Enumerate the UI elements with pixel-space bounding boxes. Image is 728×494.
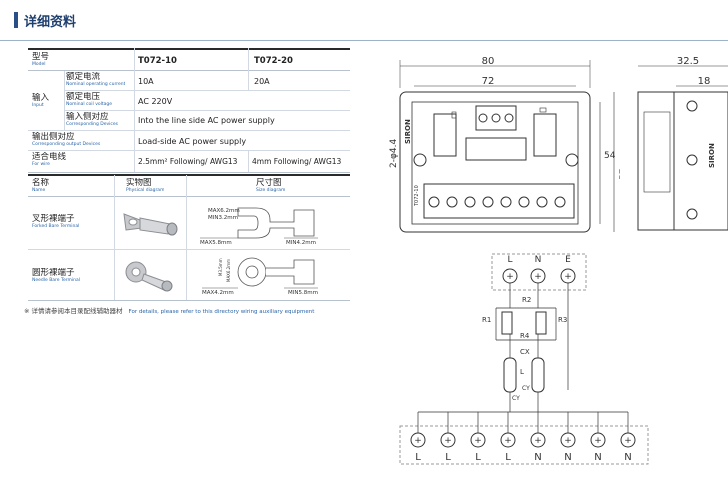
part-cy1: CY — [522, 385, 530, 392]
row-divider — [28, 150, 350, 151]
bottom-label: N — [594, 452, 601, 463]
dim-ring-max-base: MAX4.2mm — [202, 290, 234, 296]
forked-terminal-size-diagram: MAX6.2mm MIN3.2mm MAX5.8mm MIN4.2mm — [200, 207, 318, 246]
rated-current-a: 10A — [138, 77, 154, 86]
dim-80: 80 — [482, 56, 495, 67]
forked-terminal-photo — [123, 213, 178, 236]
dim-max-base: MAX5.8mm — [200, 240, 232, 246]
row-divider — [28, 249, 350, 250]
svg-text:+: + — [534, 436, 542, 446]
row-divider — [28, 300, 350, 301]
svg-text:+: + — [564, 272, 572, 282]
section-title: 详细资料 — [24, 15, 77, 30]
svg-text:+: + — [624, 436, 632, 446]
svg-text:+: + — [506, 272, 514, 282]
svg-text:+: + — [564, 436, 572, 446]
header-accent-bar — [14, 12, 18, 28]
row-divider — [28, 130, 350, 131]
col-divider — [248, 48, 249, 90]
part-cy2: CY — [512, 395, 520, 402]
bottom-label: L — [445, 452, 451, 463]
terminal-top-rule — [28, 174, 350, 176]
ring-terminal-photo — [125, 261, 173, 292]
side-brand: SIRON — [708, 143, 716, 168]
svg-text:+: + — [534, 272, 542, 282]
dim-min-length: MIN4.2mm — [286, 240, 316, 246]
svg-text:+: + — [474, 436, 482, 446]
row-divider — [28, 196, 350, 197]
part-r3: R3 — [558, 316, 567, 324]
bottom-label: N — [624, 452, 631, 463]
col-divider — [114, 175, 115, 301]
front-model: T072-10 — [414, 185, 420, 207]
top-label-l: L — [507, 255, 512, 265]
part-l: L — [520, 368, 524, 376]
side-view-drawing: 32.5 18 SIRON — [637, 56, 728, 231]
section-header: 详细资料 — [0, 0, 728, 41]
row-divider — [64, 110, 350, 111]
dim-72: 72 — [482, 76, 495, 87]
front-view-drawing: 80 72 SIRON T072-10 2-φ4.4 54 57 — [389, 56, 620, 233]
bottom-label: L — [415, 452, 421, 463]
svg-text:+: + — [414, 436, 422, 446]
row-divider — [64, 90, 350, 91]
svg-text:+: + — [594, 436, 602, 446]
dim-max-width: MAX6.2mm — [208, 208, 240, 214]
terminal-screws — [428, 196, 566, 208]
dim-54: 54 — [604, 151, 616, 161]
circuit-diagram: L N E + + + R2 R1 R3 R4 CX L CY CY + + +… — [399, 253, 649, 465]
bottom-label: N — [534, 452, 541, 463]
svg-text:+: + — [504, 436, 512, 446]
wire-b: 4mm Following/ AWG13 — [252, 157, 342, 166]
col-divider — [248, 150, 249, 172]
col-divider — [64, 71, 65, 130]
part-r1: R1 — [482, 316, 491, 324]
row-divider — [28, 70, 350, 71]
dim-holes: 2-φ4.4 — [389, 139, 399, 168]
dim-m35: M3.5mm — [218, 258, 223, 276]
row-divider — [28, 172, 350, 173]
wire-a: 2.5mm² Following/ AWG13 — [138, 157, 238, 166]
top-label-e: E — [565, 255, 571, 265]
svg-text:+: + — [444, 436, 452, 446]
dim-18: 18 — [698, 76, 711, 87]
dim-57: 57 — [619, 169, 620, 180]
model-b: T072-20 — [254, 56, 293, 66]
part-r4: R4 — [520, 332, 530, 340]
ring-terminal-size-diagram: M3.5mm MAX6.2mm MAX4.2mm MIN5.8mm — [202, 257, 318, 296]
dim-32-5: 32.5 — [677, 56, 699, 67]
model-a: T072-10 — [138, 56, 177, 66]
dim-min-hole: MIN3.2mm — [208, 215, 238, 221]
dim-max-ring: MAX6.2mm — [226, 259, 231, 282]
part-cx: CX — [520, 348, 530, 356]
spec-top-rule — [28, 48, 350, 50]
front-brand: SIRON — [404, 119, 412, 144]
col-divider — [186, 175, 187, 301]
bottom-label: L — [475, 452, 481, 463]
bottom-label: N — [564, 452, 571, 463]
top-label-n: N — [535, 255, 542, 265]
input-side-value: Into the line side AC power supply — [138, 116, 275, 125]
rated-current-b: 20A — [254, 77, 270, 86]
output-side-value: Load-side AC power supply — [138, 137, 247, 146]
part-r2: R2 — [522, 296, 531, 304]
bottom-label: L — [505, 452, 511, 463]
coil-voltage-value: AC 220V — [138, 97, 173, 106]
col-divider — [134, 48, 135, 172]
dim-ring-min-length: MIN5.8mm — [288, 290, 318, 296]
